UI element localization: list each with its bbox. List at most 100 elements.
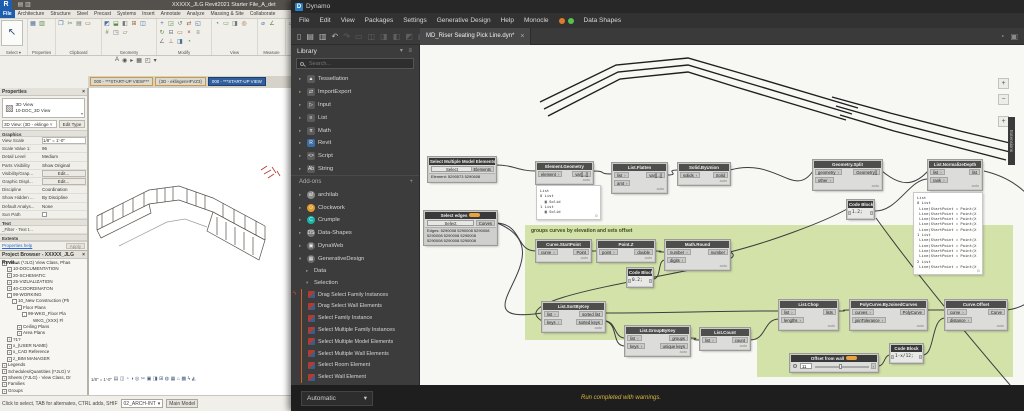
input-port-curve[interactable]: curve›	[947, 309, 967, 315]
tree-item[interactable]: +x_CAD Reference	[0, 349, 87, 356]
ribbon-icon[interactable]: ⬓	[113, 21, 119, 27]
slider-thumb[interactable]	[839, 364, 843, 369]
ribbon-icon[interactable]: ◔	[215, 21, 219, 27]
slider-value[interactable]: 11	[800, 363, 812, 369]
run-mode-dropdown[interactable]: Automatic ▾	[301, 390, 373, 406]
output-port-list[interactable]: list	[968, 169, 980, 175]
workset-dropdown[interactable]: 02_ARCH-INT▾	[120, 399, 164, 408]
tab-close-icon[interactable]: ×	[520, 32, 525, 40]
notification-icon[interactable]	[558, 17, 565, 24]
tree-item[interactable]: +x_(USER NAME)	[0, 343, 87, 349]
output-port-Curve[interactable]: Curve	[987, 309, 1005, 315]
view-control-icon[interactable]: ϟ	[187, 376, 191, 382]
wire[interactable]	[873, 178, 929, 212]
lacing-indicator[interactable]: auto	[971, 184, 979, 188]
search-box[interactable]	[296, 58, 414, 69]
drawing-area[interactable]: 1/8" = 1'-0"▤◫◔◑◎✂▣◨⊞◍▦⌂▩ϟ◭	[88, 88, 293, 395]
menu-packages[interactable]: Packages	[364, 17, 394, 24]
tree-item[interactable]: -Views (*JLG) View Class, Phas	[0, 260, 87, 266]
tree-expand-icon[interactable]: +	[2, 369, 7, 375]
input-port-lengths[interactable]: lengths›	[781, 317, 805, 323]
library-item-list[interactable]: ▸≡List	[291, 111, 419, 124]
wire[interactable]	[749, 318, 780, 341]
menu-settings[interactable]: Settings	[403, 17, 427, 24]
output-port-sorted-keys[interactable]: sorted keys	[575, 319, 603, 325]
ribbon-icon[interactable]: ▥	[39, 21, 45, 27]
input-port-keys[interactable]: keys›	[544, 319, 563, 325]
input-port-list[interactable]: list›	[614, 172, 629, 178]
output-port[interactable]	[870, 211, 873, 215]
ribbon-icon[interactable]: ◎	[241, 21, 247, 27]
wire[interactable]	[604, 310, 780, 314]
toolbar-icon[interactable]: ◔	[999, 32, 1005, 41]
ribbon-icon[interactable]: ⇄	[186, 21, 192, 27]
revit-logo-icon[interactable]: R	[0, 0, 12, 10]
tree-item[interactable]: +Ceiling Plans	[0, 324, 87, 330]
view-control-icon[interactable]: ⌂	[176, 376, 180, 382]
ribbon-tab-steel[interactable]: Steel	[76, 11, 89, 17]
library-node-select-multiple-model-elements[interactable]: Select Multiple Model Elements	[302, 336, 419, 348]
view-control-icon[interactable]: ◫	[119, 376, 125, 382]
library-node-select-family-instance[interactable]: Select Family Instance	[302, 312, 419, 324]
toolbar-icon[interactable]: ◧	[392, 31, 401, 41]
menu-file[interactable]: File	[299, 17, 310, 24]
select-button[interactable]: Select	[427, 220, 474, 226]
wire[interactable]	[654, 250, 666, 253]
zoom-in-button[interactable]: +	[998, 78, 1009, 89]
output-port-Solid[interactable]: Solid	[712, 172, 728, 178]
modify-options-icon[interactable]: A	[115, 57, 120, 63]
menu-help[interactable]: Help	[500, 17, 514, 24]
ribbon-icon[interactable]: ↺	[177, 21, 183, 27]
property-value[interactable]: None	[42, 203, 53, 209]
input-port-list[interactable]: list›	[544, 311, 559, 317]
view-tab[interactable]: {3D - eklingenHFVZ3}	[155, 77, 206, 86]
tree-expand-icon[interactable]: +	[17, 330, 22, 336]
tree-expand-icon[interactable]: +	[7, 273, 12, 279]
modify-options-icon[interactable]: ▾	[153, 58, 157, 64]
ribbon-tab-architecture[interactable]: Architecture	[17, 11, 45, 17]
toolbar-icon[interactable]: ▣	[1010, 32, 1018, 41]
menu-edit[interactable]: Edit	[319, 17, 331, 24]
ribbon-icon[interactable]: ▭	[85, 21, 91, 27]
output-port-sorted-list[interactable]: sorted list	[579, 311, 603, 317]
toolbar-icon[interactable]: ▣	[418, 32, 420, 41]
output-port-lists[interactable]: lists	[822, 309, 836, 315]
ribbon-icon[interactable]: ▭	[223, 21, 229, 27]
tree-expand-icon[interactable]: +	[7, 286, 12, 292]
workspace-tab[interactable]: MD_Riser Seating Pick Line.dyn* ×	[420, 27, 532, 45]
property-value[interactable]: Show Original	[42, 162, 71, 168]
graph-canvas[interactable]: groups curves by elevation and sets offs…	[420, 45, 1024, 385]
ribbon-tab-systems[interactable]: Systems	[116, 11, 137, 17]
wire[interactable]	[496, 222, 543, 316]
output-port-Point[interactable]: Point	[573, 249, 589, 255]
tree-expand-icon[interactable]: -	[22, 311, 27, 317]
wire[interactable]	[652, 259, 666, 280]
pick-line-curve[interactable]	[539, 57, 859, 109]
lacing-indicator[interactable]: auto	[916, 324, 924, 328]
toolbar-icon[interactable]: ◫	[367, 31, 376, 41]
ribbon-tab-structure[interactable]: Structure	[50, 11, 71, 17]
pick-line-curve[interactable]	[839, 114, 1007, 161]
view-control-icon[interactable]: ▣	[146, 376, 152, 382]
ribbon-icon[interactable]: ⊟	[168, 30, 174, 36]
input-port-rank[interactable]: rank›	[930, 177, 948, 183]
lacing-indicator[interactable]: auto	[582, 178, 590, 182]
menu-monocle[interactable]: Monocle	[523, 17, 549, 24]
ribbon-icon[interactable]: ▤	[76, 21, 82, 27]
input-port-amt[interactable]: amt›	[614, 180, 631, 186]
tree-item[interactable]: +Area Plans	[0, 330, 87, 336]
property-value[interactable]: Edit...	[42, 178, 86, 186]
tree-item[interactable]: +z_BIM MANAGER	[0, 356, 87, 362]
output-port-unique-keys[interactable]: unique keys	[659, 343, 688, 349]
